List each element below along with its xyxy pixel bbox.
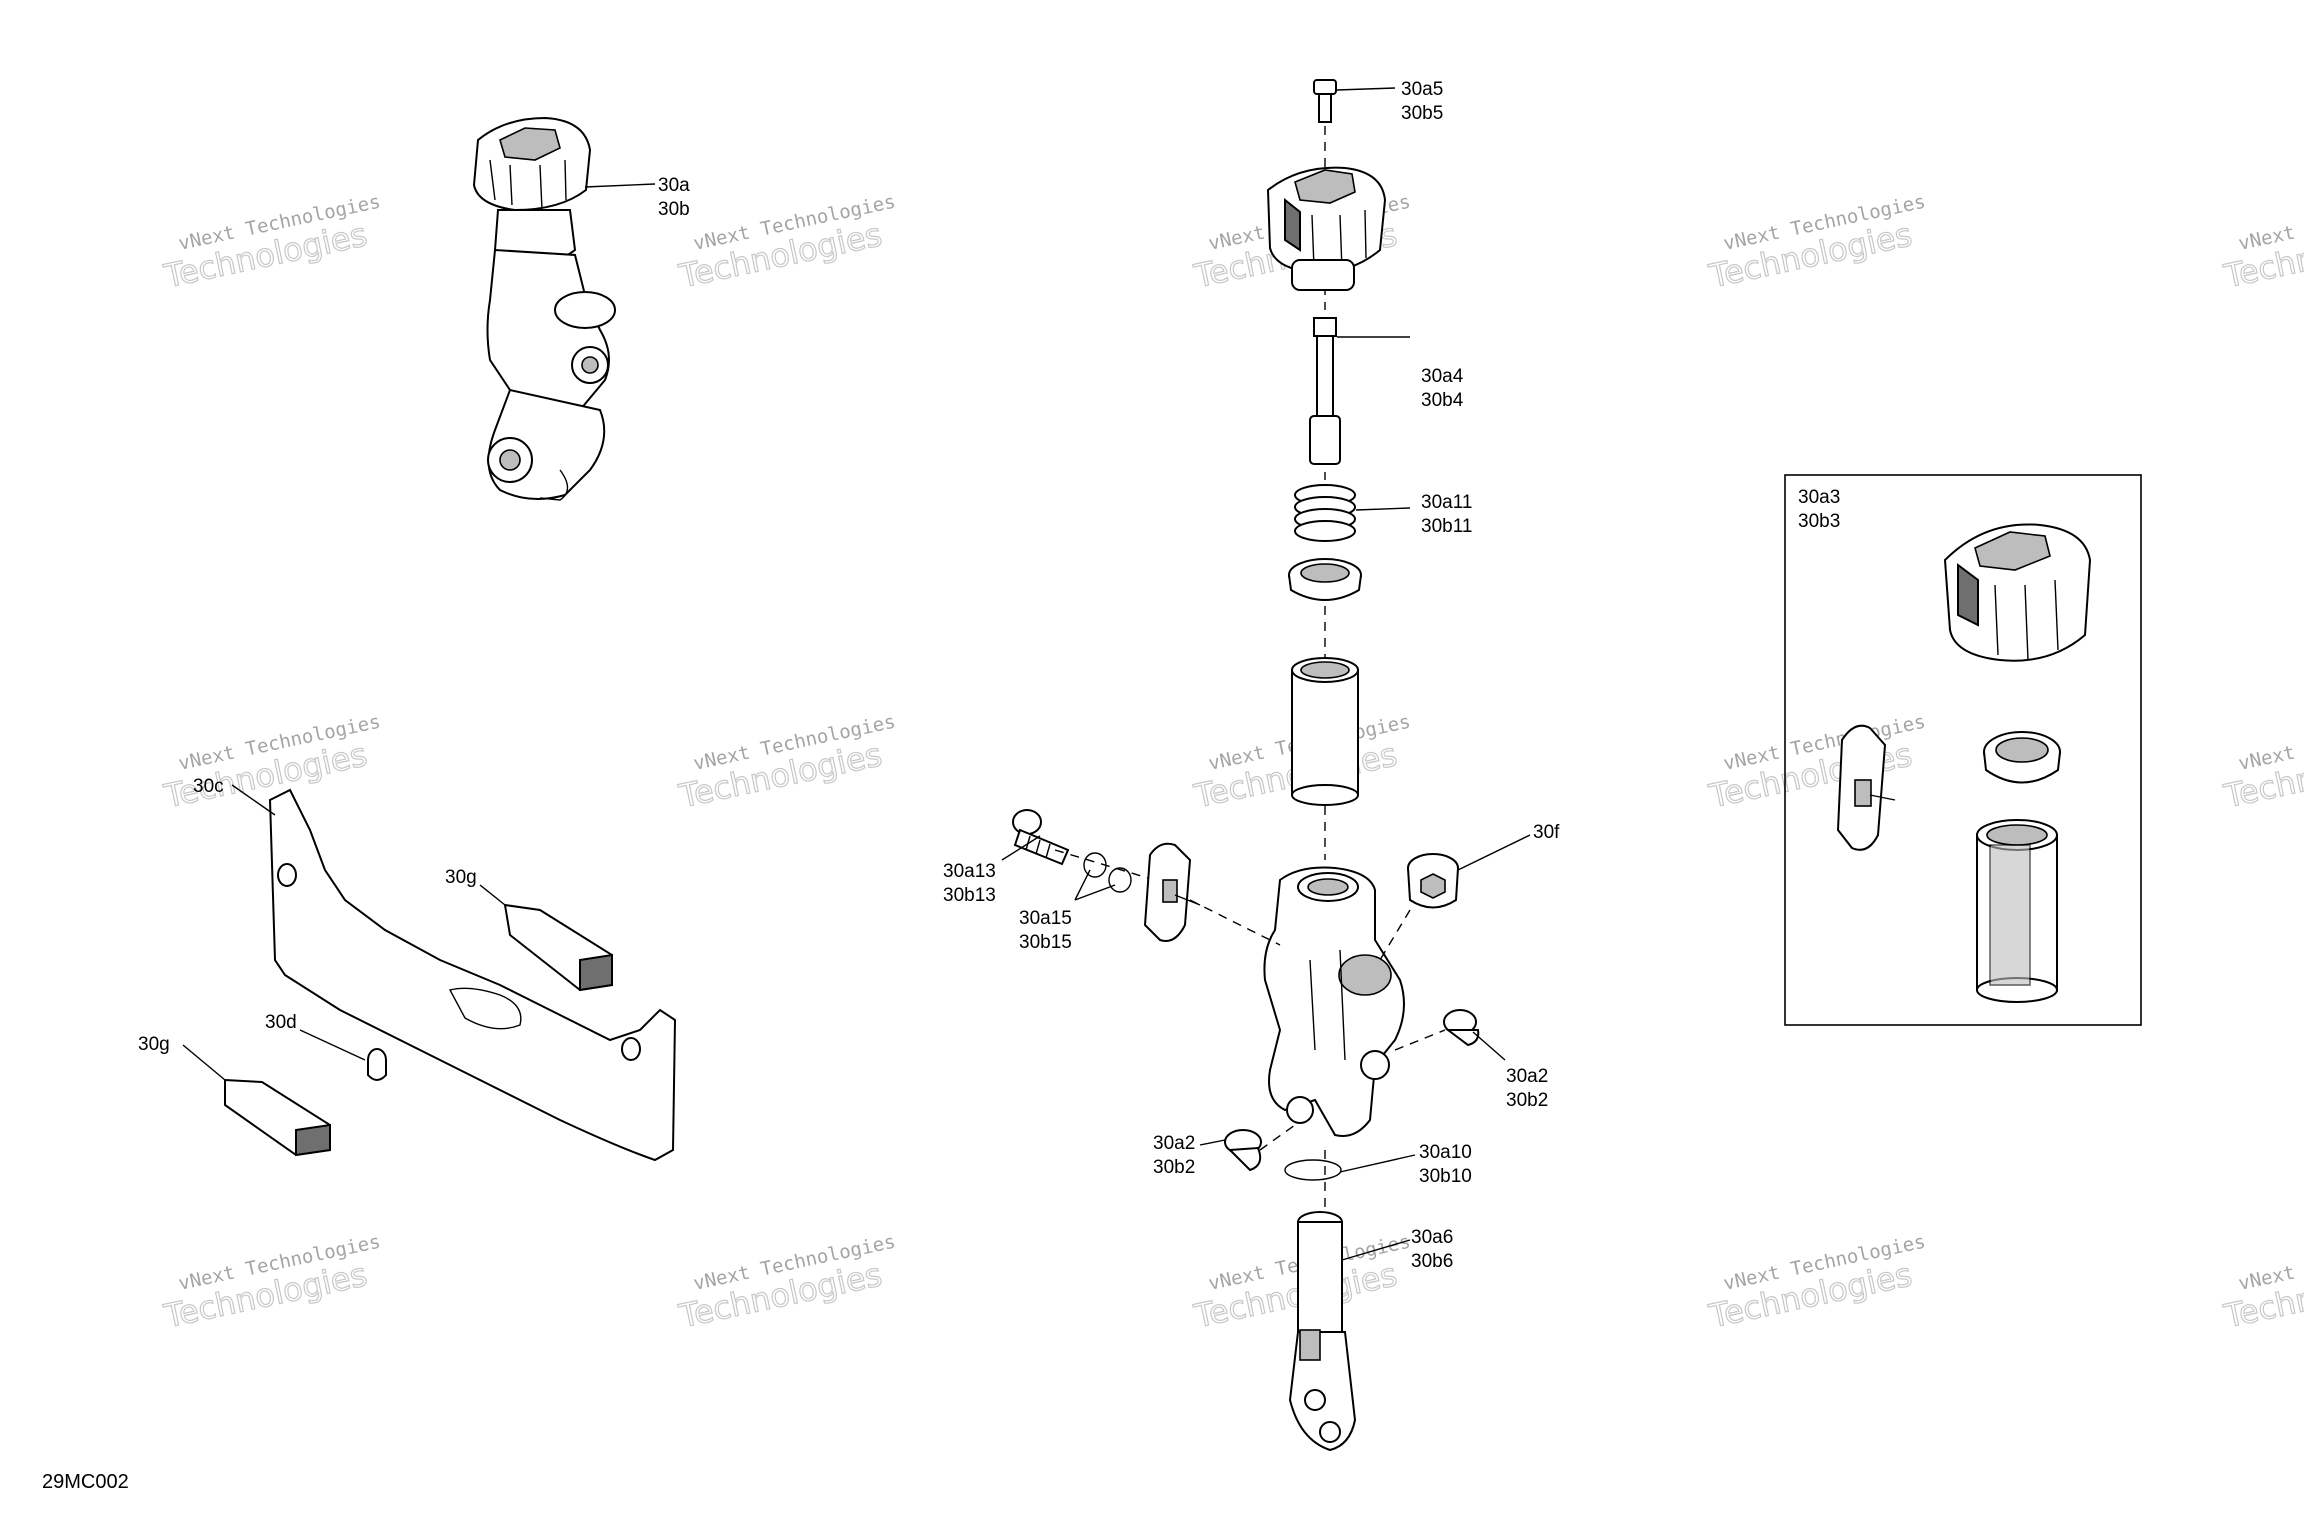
callout-30a13: 30a13 30b13 — [943, 861, 996, 906]
side-panel-30c — [268, 788, 677, 1162]
circlip-part — [1284, 1159, 1342, 1181]
knob-part — [1266, 166, 1387, 291]
callout-30g-top: 30g — [445, 867, 477, 888]
svg-text:30b6: 30b6 — [1411, 1251, 1453, 1272]
svg-text:30b10: 30b10 — [1419, 1166, 1472, 1187]
svg-text:30b4: 30b4 — [1421, 390, 1464, 411]
inset-ring — [1983, 731, 2061, 784]
exploded-stack — [1012, 79, 1480, 1452]
pad-30g-top — [503, 903, 613, 992]
lower-arm-part — [1288, 1211, 1357, 1452]
assembled-shift-lever — [472, 116, 616, 501]
sleeve-part — [1291, 657, 1359, 806]
svg-text:30a: 30a — [658, 175, 690, 196]
callout-30a5: 30a5 30b5 — [1401, 79, 1443, 124]
inset-sleeve — [1976, 819, 2058, 1003]
watermark: vNext Technologies Technologies — [2220, 191, 2304, 296]
detent-plate — [1143, 842, 1201, 942]
diagram-code: 29MC002 — [42, 1471, 129, 1493]
callout-30a2-left: 30a2 30b2 — [1153, 1133, 1195, 1178]
svg-text:30b11: 30b11 — [1421, 516, 1472, 537]
watermark: vNext Technologies Technologies — [1705, 191, 1928, 296]
pad-30g-bottom — [224, 1078, 331, 1157]
watermark: vNext Technologies Technologies — [2220, 711, 2304, 816]
svg-text:30f: 30f — [1533, 822, 1560, 843]
watermark: vNext Technologies Technologies — [1705, 711, 1928, 816]
watermark: vNext Technologies Technologies — [675, 711, 898, 816]
svg-text:30d: 30d — [265, 1012, 297, 1033]
svg-text:30a13: 30a13 — [943, 861, 996, 882]
hex-cap-part — [1407, 853, 1459, 909]
svg-text:30b2: 30b2 — [1506, 1090, 1548, 1111]
o-ring-parts — [1083, 852, 1132, 893]
callout-30a15: 30a15 30b15 — [1019, 908, 1072, 953]
leader-lines — [182, 87, 1531, 1261]
watermark: vNext Technologies Technologies — [675, 191, 898, 296]
inset-box — [1784, 474, 2142, 1026]
svg-text:30a15: 30a15 — [1019, 908, 1072, 929]
svg-text:30b5: 30b5 — [1401, 103, 1443, 124]
svg-text:30g: 30g — [138, 1034, 170, 1055]
svg-text:30a6: 30a6 — [1411, 1227, 1453, 1248]
svg-text:30a3: 30a3 — [1798, 487, 1840, 508]
bushing-ring — [1288, 558, 1362, 601]
watermark: vNext Technologies Technologies — [1705, 1231, 1928, 1336]
bushing-left — [1224, 1129, 1262, 1172]
svg-text:30b: 30b — [658, 199, 690, 220]
svg-text:30a4: 30a4 — [1421, 366, 1464, 387]
spring-part — [1294, 484, 1356, 542]
svg-text:30a5: 30a5 — [1401, 79, 1443, 100]
screw-part — [1313, 79, 1337, 123]
shaft-part — [1309, 317, 1341, 465]
bushing-right — [1443, 1009, 1480, 1047]
svg-text:30b15: 30b15 — [1019, 932, 1072, 953]
inset-detent-plate — [1836, 724, 1896, 851]
callout-30a: 30a 30b — [658, 175, 690, 220]
callout-30a2-right: 30a2 30b2 — [1506, 1066, 1548, 1111]
svg-text:30a2: 30a2 — [1506, 1066, 1548, 1087]
callout-30a11: 30a11 30b11 — [1421, 492, 1472, 537]
callout-30d: 30d — [265, 1012, 297, 1033]
svg-text:30a11: 30a11 — [1421, 492, 1472, 513]
svg-text:30b2: 30b2 — [1153, 1157, 1195, 1178]
callout-30f: 30f — [1533, 822, 1560, 843]
callout-30g-bottom: 30g — [138, 1034, 170, 1055]
pin-30d — [367, 1048, 387, 1081]
watermark: vNext Technologies Technologies — [675, 1231, 898, 1336]
svg-text:30a2: 30a2 — [1153, 1133, 1195, 1154]
watermark: vNext Technologies Technologies — [160, 1231, 383, 1336]
svg-text:30g: 30g — [445, 867, 477, 888]
svg-text:30b13: 30b13 — [943, 885, 996, 906]
svg-text:30b3: 30b3 — [1798, 511, 1840, 532]
callout-30a3: 30a3 30b3 — [1798, 487, 1840, 532]
shift-bracket — [1263, 866, 1405, 1137]
watermark: vNext Technologies Technologies — [2220, 1231, 2304, 1336]
callout-30a10: 30a10 30b10 — [1419, 1142, 1472, 1187]
callout-30a4: 30a4 30b4 — [1421, 366, 1464, 411]
inset-knob — [1943, 523, 2092, 662]
bolt-part — [1012, 809, 1070, 866]
watermark: vNext Technologies Technologies — [160, 191, 383, 296]
svg-text:30c: 30c — [193, 776, 224, 797]
watermark-layer: vNext Technologies Technologies vNext Te… — [160, 191, 2304, 1336]
callout-30c: 30c — [193, 776, 224, 797]
svg-text:30a10: 30a10 — [1419, 1142, 1472, 1163]
callout-30a6: 30a6 30b6 — [1411, 1227, 1453, 1272]
